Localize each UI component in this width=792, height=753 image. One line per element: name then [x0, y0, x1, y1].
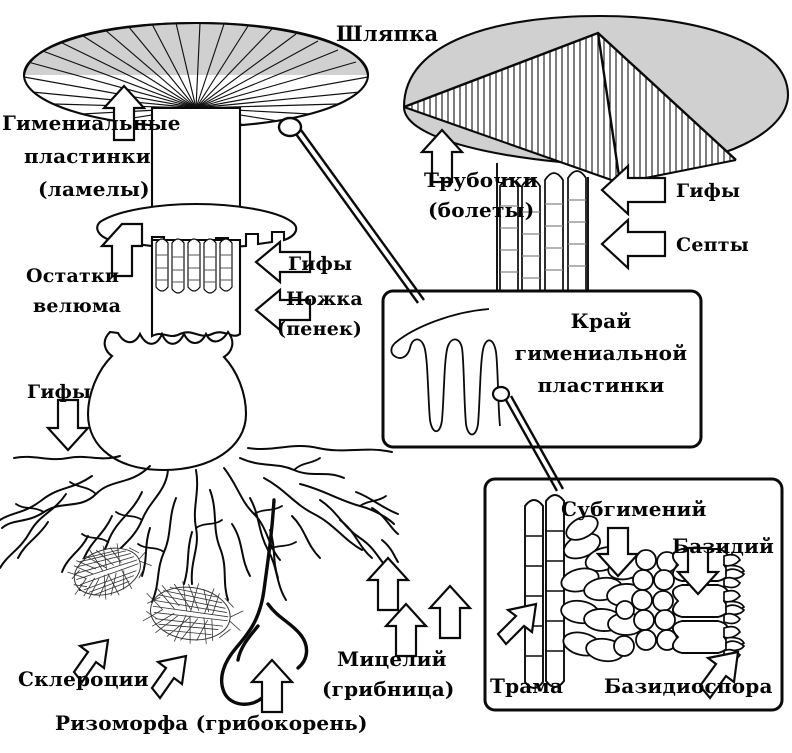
cap-top-curve [22, 21, 370, 76]
label-tubes-line2: (болеты) [428, 198, 535, 222]
arrow-mycelium-3 [365, 556, 411, 612]
arrow-sclerotia-2 [150, 654, 188, 700]
volva-bulb [86, 330, 248, 472]
callout-marker-cap [277, 116, 303, 138]
arrow-tubes [419, 128, 465, 184]
arrow-sclerotia-1 [72, 638, 110, 684]
label-lamella-edge-line3: пластинки [537, 373, 665, 397]
lamella-edge-panel [381, 289, 703, 449]
label-stipe-line1: Ножка [286, 288, 363, 310]
arrow-hyphae-base [45, 398, 91, 452]
connector-b-line2 [509, 395, 565, 490]
label-sclerotia: Склероции [18, 667, 149, 691]
basidiospores [723, 553, 746, 661]
arrow-veil-remnants [99, 222, 144, 278]
callout-marker-lamella [491, 385, 511, 403]
label-cap: Шляпка [336, 21, 439, 46]
arrow-stipe [254, 287, 312, 333]
arrow-basidium [675, 546, 721, 596]
label-basidiospore: Базидиоспора [604, 674, 773, 698]
cap-upper-surface [24, 23, 368, 75]
bolete-cut-wedge [404, 33, 736, 183]
label-veil-remnants-line2: велюма [33, 295, 122, 317]
label-hymenial-plates-line1: Гимениальные [2, 111, 181, 135]
label-lamella-edge-line1: Край [570, 309, 632, 333]
connector-a-line2 [300, 129, 425, 301]
arrow-basidiospore [698, 650, 740, 700]
lamella-edge-drawing [390, 308, 501, 436]
arrow-trama [496, 602, 538, 646]
arrow-mycelium-2 [427, 584, 473, 640]
label-trama: Трама [490, 674, 564, 698]
panel-a-border [381, 289, 703, 449]
arrow-mycelium-1 [383, 602, 429, 658]
arrow-hymenial-plates [101, 84, 147, 142]
bolete-wedge-ridge [596, 32, 622, 184]
arrow-subhymenium [595, 526, 641, 578]
connector-a-line1 [295, 133, 419, 304]
label-stipe-line2: (пенек) [277, 318, 363, 340]
arrow-hyphae-stem [254, 239, 312, 285]
gill-lines [24, 23, 368, 127]
connector-b-line1 [504, 399, 559, 492]
label-basidium: Базидий [672, 534, 775, 558]
arrow-septa [600, 217, 667, 271]
mycelium-network [0, 445, 399, 603]
label-hymenial-plates-line3: (ламелы) [38, 177, 150, 201]
arrow-rhizomorph [249, 658, 295, 714]
arrow-hyphae-tubes [600, 163, 667, 217]
label-hymenial-plates-line2: пластинки [24, 144, 151, 168]
label-subhymenium: Субгимений [561, 497, 707, 521]
sclerotia-clumps [67, 543, 244, 645]
callout-connectors [277, 116, 565, 492]
subhymenium-round-cells [613, 549, 678, 657]
label-hyphae-tubes: Гифы [676, 180, 741, 202]
label-veil-remnants-line1: Остатки [26, 265, 120, 287]
hymenium-panel [483, 477, 784, 712]
label-lamella-edge-line2: гимениальной [514, 341, 688, 365]
label-tubes-line1: Трубочки [424, 168, 538, 192]
label-mycelium-line2: (грибница) [322, 677, 455, 701]
callout-arrows [45, 84, 740, 714]
label-septa: Септы [676, 234, 749, 256]
label-hyphae-base: Гифы [27, 381, 92, 403]
label-mycelium-line1: Мицелий [337, 647, 447, 671]
label-rhizomorph: Ризоморфа (грибокорень) [55, 711, 368, 735]
label-hyphae-stem: Гифы [288, 253, 353, 275]
gilled-mushroom [22, 21, 370, 472]
trama-cells [524, 494, 565, 689]
stipe-hyphae-detail [155, 238, 233, 294]
